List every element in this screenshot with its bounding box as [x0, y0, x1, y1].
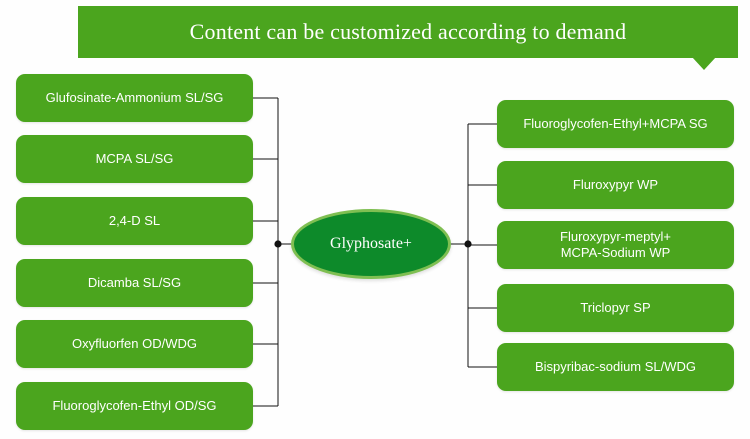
node-label: Fluoroglycofen-Ethyl+MCPA SG: [523, 115, 708, 131]
list-item[interactable]: Glufosinate-Ammonium SL/SG: [16, 74, 253, 122]
node-label: Fluroxypyr WP: [572, 176, 659, 192]
node-label: 2,4-D SL: [108, 212, 161, 228]
center-node[interactable]: Glyphosate+: [291, 209, 451, 279]
node-label: Bispyribac-sodium SL/WDG: [534, 358, 697, 374]
list-item[interactable]: Fluroxypyr-meptyl+ MCPA-Sodium WP: [497, 221, 734, 269]
list-item[interactable]: Dicamba SL/SG: [16, 259, 253, 307]
node-label: Oxyfluorfen OD/WDG: [72, 335, 197, 351]
page-title: Content can be customized according to d…: [189, 19, 627, 44]
list-item[interactable]: 2,4-D SL: [16, 197, 253, 245]
junction-dot-right: [464, 240, 472, 248]
list-item[interactable]: MCPA SL/SG: [16, 135, 253, 183]
center-node-label: Glyphosate+: [330, 235, 412, 252]
triangle-down-icon: [692, 57, 716, 70]
node-label: Dicamba SL/SG: [87, 274, 182, 290]
node-label: Fluoroglycofen-Ethyl OD/SG: [52, 397, 217, 413]
list-item[interactable]: Triclopyr SP: [497, 284, 734, 332]
junction-dot-left: [274, 240, 282, 248]
list-item[interactable]: Fluoroglycofen-Ethyl OD/SG: [16, 382, 253, 430]
list-item[interactable]: Oxyfluorfen OD/WDG: [16, 320, 253, 368]
node-label: Glufosinate-Ammonium SL/SG: [45, 89, 224, 105]
list-item[interactable]: Fluoroglycofen-Ethyl+MCPA SG: [497, 100, 734, 148]
node-label: MCPA SL/SG: [95, 150, 174, 166]
node-label: Fluroxypyr-meptyl+ MCPA-Sodium WP: [560, 228, 671, 260]
list-item[interactable]: Fluroxypyr WP: [497, 161, 734, 209]
list-item[interactable]: Bispyribac-sodium SL/WDG: [497, 343, 734, 391]
node-label: Triclopyr SP: [580, 299, 651, 315]
header-banner: Content can be customized according to d…: [78, 6, 738, 58]
